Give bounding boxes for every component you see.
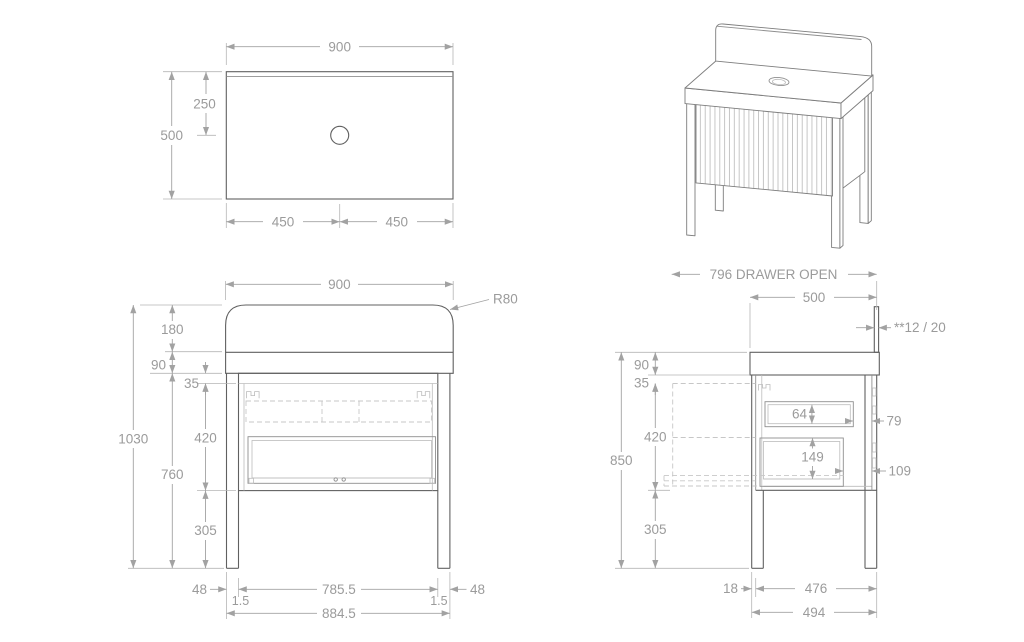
- front-dim-splash-height: 180: [161, 322, 184, 337]
- side-dim-height-to-counter: 850: [610, 453, 633, 468]
- side-dim-top-gap: 35: [634, 376, 649, 391]
- front-runner-clip-right: [416, 391, 431, 399]
- side-countertop: [749, 351, 880, 376]
- plan-dim-hole-setback: 250: [193, 97, 216, 112]
- front-dim-counter-thickness: 90: [151, 358, 166, 373]
- front-view: R80 900 1030 180 90 760 35: [118, 277, 517, 621]
- plan-view: 900 500 250 450 450: [160, 40, 454, 229]
- side-dim-drawer-open: 796 DRAWER OPEN: [710, 267, 838, 282]
- side-view: 796 DRAWER OPEN 500 **12 / 20 850 90 35 …: [610, 267, 946, 620]
- iso-front-left-leg: [686, 102, 696, 237]
- front-dim-inner-span: 785.5: [322, 582, 356, 597]
- side-dim-counter-thickness: 90: [634, 358, 649, 373]
- plan-dim-half-left: 450: [272, 214, 295, 229]
- front-dim-leg-width-left: 48: [192, 582, 207, 597]
- side-backsplash: [873, 306, 880, 353]
- front-dim-clearance-right: 1.5: [430, 594, 447, 608]
- plan-dim-depth: 500: [160, 128, 183, 143]
- plan-dim-width: 900: [328, 40, 351, 55]
- plan-countertop-outline: [225, 71, 454, 200]
- plan-dim-half-right: 450: [386, 214, 409, 229]
- front-upper-drawer-hidden: [245, 400, 432, 423]
- side-dim-upper-drawer-height: 64: [792, 407, 808, 422]
- front-dim-total-height: 1030: [118, 432, 148, 447]
- front-dim-clearance-left: 1.5: [232, 594, 249, 608]
- side-dim-drawer-opening: 420: [644, 430, 667, 445]
- front-dim-leg-width-right: 48: [470, 582, 485, 597]
- iso-fluted-drawer-front: [695, 103, 833, 197]
- side-dim-leg-span-depth: 476: [805, 581, 828, 596]
- front-dim-leg-height: 305: [194, 523, 217, 538]
- iso-drain-hole: [768, 76, 790, 87]
- front-dim-corner-radius: R80: [493, 292, 518, 307]
- side-dim-front-offset: 18: [723, 581, 738, 596]
- side-dim-depth: 500: [803, 290, 826, 305]
- front-dim-under-counter: 760: [161, 467, 184, 482]
- front-cabinet-box: [237, 372, 439, 492]
- front-dim-top-gap: 35: [184, 376, 199, 391]
- side-dim-lower-drawer-back-gap: 109: [889, 464, 912, 479]
- front-dim-width: 900: [328, 277, 351, 292]
- side-dim-base-depth: 494: [803, 605, 826, 620]
- front-runner-clip-left: [246, 391, 260, 399]
- side-dim-upper-drawer-back-gap: 79: [887, 414, 902, 429]
- side-dim-splash-thickness: **12 / 20: [894, 320, 946, 335]
- side-dim-lower-drawer-height: 149: [801, 450, 824, 465]
- side-lower-drawer: [759, 437, 844, 487]
- plan-drain-hole: [330, 125, 350, 145]
- side-runner-clip: [758, 384, 771, 391]
- isometric-view: [684, 23, 874, 249]
- side-dim-leg-height: 305: [644, 522, 667, 537]
- front-dim-drawer-opening: 420: [194, 431, 217, 446]
- front-lower-drawer: [247, 436, 436, 484]
- side-upper-drawer: [764, 401, 854, 428]
- front-dim-base-width: 884.5: [322, 606, 356, 621]
- front-countertop-outline: [225, 304, 454, 374]
